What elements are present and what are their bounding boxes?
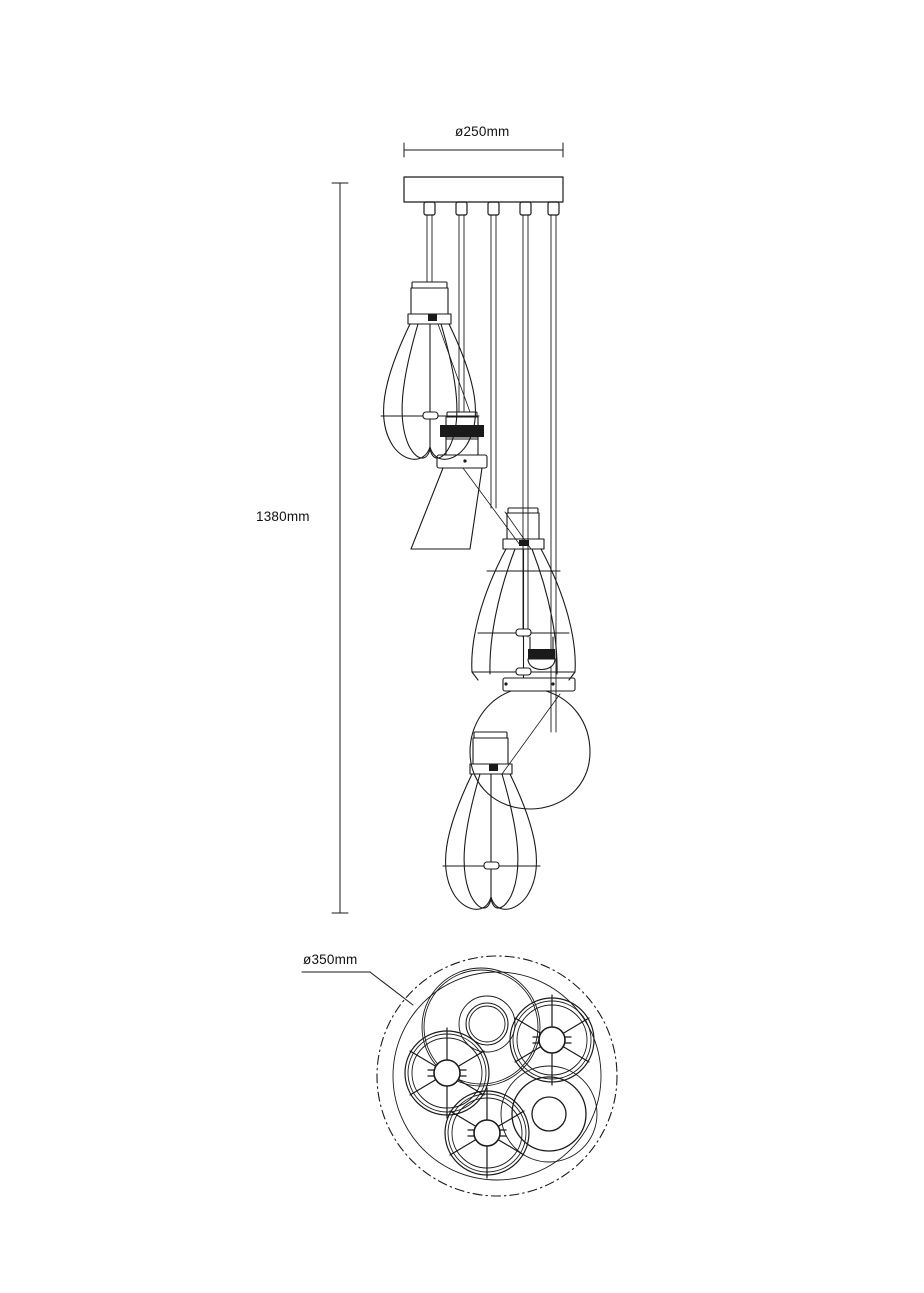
dimension-label-overall-height: 1380mm: [256, 509, 310, 524]
dimension-label-plan-diameter: ø350mm: [303, 952, 358, 967]
internal-routing-lines: [437, 323, 561, 775]
plan-outer-boundary-circle: [376, 955, 618, 1197]
bulb-in-cage-3: [527, 636, 556, 671]
leader-line-plan-diameter: [301, 971, 414, 1006]
plan-shade-globe-lower: [500, 1065, 598, 1163]
plan-shade-cage-a: [509, 994, 595, 1086]
shade-cage-bell-middle: [471, 507, 576, 681]
plan-inner-ref-circle: [392, 971, 602, 1181]
plan-shade-cage-b: [404, 1027, 490, 1119]
socket-housing-1: [410, 287, 449, 315]
globe-fitter: [502, 677, 576, 692]
cone-fitter: [436, 454, 488, 469]
shade-cage-teardrop-upper: [380, 281, 480, 460]
plan-shade-cone: [458, 995, 516, 1053]
ceiling-canopy: [403, 176, 564, 216]
plan-shade-cage-c: [444, 1087, 530, 1179]
dimension-line-canopy-diameter: [403, 142, 564, 158]
shade-cone: [410, 411, 488, 550]
shade-globe: [469, 677, 591, 810]
socket-collar-2: [440, 425, 484, 437]
shade-cage-teardrop-lower: [442, 731, 541, 910]
canopy-cable-grommets: [423, 201, 560, 216]
plan-view: [376, 955, 618, 1197]
cable-stop-5: [473, 731, 508, 739]
socket-housing-5: [472, 737, 509, 765]
plan-shade-globe: [421, 967, 541, 1087]
dimension-label-canopy-diameter: ø250mm: [455, 124, 510, 139]
cable-stop-1: [411, 281, 448, 289]
dimension-line-overall-height: [331, 182, 349, 914]
